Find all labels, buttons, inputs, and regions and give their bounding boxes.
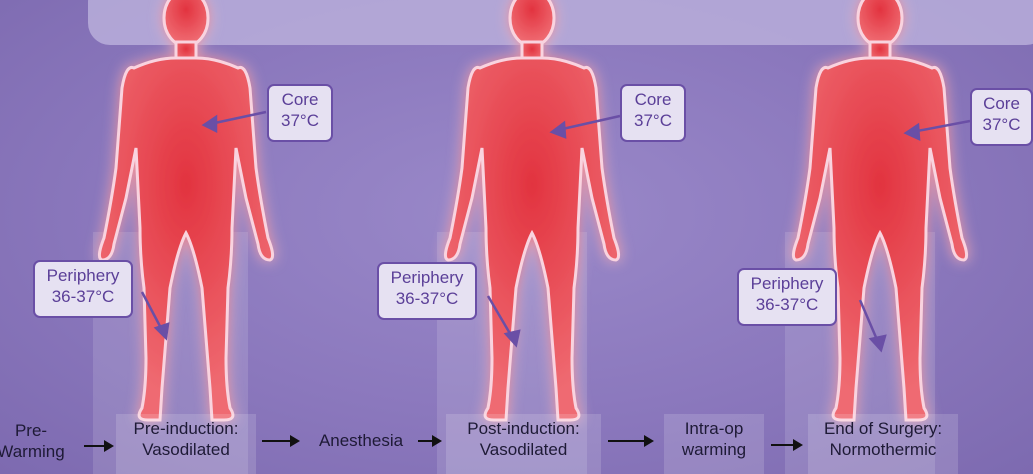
step-end-of-surgery: End of Surgery: Normothermic <box>808 414 958 474</box>
step-line: Pre- <box>0 420 66 441</box>
step-line: warming <box>664 439 764 460</box>
step-line: Vasodilated <box>446 439 601 460</box>
step-line: Pre-induction: <box>116 418 256 439</box>
step-anesthesia: Anesthesia <box>306 430 416 451</box>
step-line: Intra-op <box>664 418 764 439</box>
step-line: Warming <box>0 441 66 462</box>
step-line: End of Surgery: <box>808 418 958 439</box>
core-callout-3: Core 37°C <box>970 88 1033 146</box>
core-temp: 37°C <box>978 114 1025 135</box>
step-line: Vasodilated <box>116 439 256 460</box>
periphery-callout-3: Periphery 36-37°C <box>737 268 837 326</box>
core-label: Core <box>628 89 678 110</box>
periphery-callout-2: Periphery 36-37°C <box>377 262 477 320</box>
step-pre-induction: Pre-induction: Vasodilated <box>116 414 256 474</box>
periphery-temp: 36-37°C <box>41 286 125 307</box>
core-callout-2: Core 37°C <box>620 84 686 142</box>
core-label: Core <box>978 93 1025 114</box>
step-line: Anesthesia <box>306 430 416 451</box>
periphery-label: Periphery <box>385 267 469 288</box>
step-post-induction: Post-induction: Vasodilated <box>446 414 601 474</box>
human-figure-3 <box>793 0 966 420</box>
core-temp: 37°C <box>628 110 678 131</box>
flow-arrow-4 <box>608 440 652 442</box>
flow-arrow-1 <box>84 445 112 447</box>
step-intra-op: Intra-op warming <box>664 414 764 474</box>
flow-arrow-5 <box>771 444 801 446</box>
periphery-temp: 36-37°C <box>385 288 469 309</box>
flow-arrow-3 <box>418 440 440 442</box>
flow-arrow-2 <box>262 440 298 442</box>
step-line: Post-induction: <box>446 418 601 439</box>
human-figure-1 <box>99 0 272 420</box>
core-temp: 37°C <box>275 110 325 131</box>
step-pre-warming: Pre- Warming <box>0 420 66 462</box>
human-figure-2 <box>445 0 618 420</box>
periphery-label: Periphery <box>41 265 125 286</box>
core-callout-1: Core 37°C <box>267 84 333 142</box>
periphery-label: Periphery <box>745 273 829 294</box>
step-line: Normothermic <box>808 439 958 460</box>
periphery-temp: 36-37°C <box>745 294 829 315</box>
core-label: Core <box>275 89 325 110</box>
periphery-callout-1: Periphery 36-37°C <box>33 260 133 318</box>
